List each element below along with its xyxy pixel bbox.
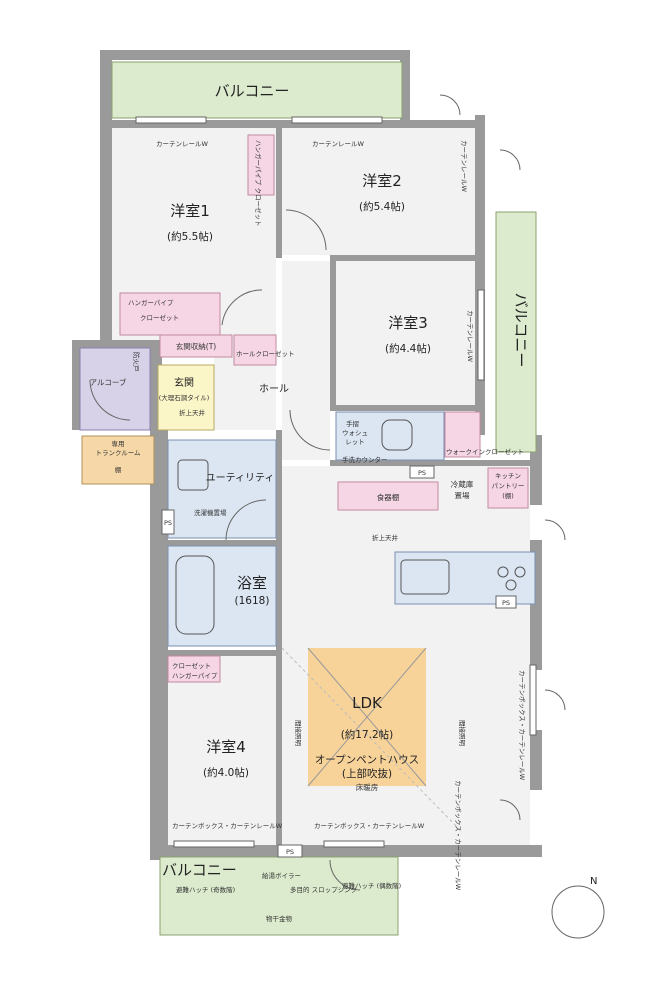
ps-label: PS (502, 599, 510, 607)
kitchen-pantry-line1: キッチン (495, 472, 521, 480)
balcony-right (495, 211, 537, 453)
kitchen-pantry-line3: (棚) (502, 491, 514, 500)
slop-sink-label: 多目的 スロップシンク (290, 885, 357, 894)
hatch-even-label: 避難ハッチ (偶数階) (342, 881, 401, 890)
stove-burner-icon (505, 579, 517, 591)
room1-name: 洋室1 (170, 202, 210, 220)
fridge-line1: 冷蔵庫 (451, 479, 474, 489)
kitchen-counter (394, 551, 536, 605)
utility-area (167, 439, 277, 539)
ldk-name: LDK (352, 694, 383, 712)
trunk-room-line1: 専用 (112, 439, 125, 448)
room1-size: (約5.5帖) (167, 230, 213, 243)
room3-size: (約4.4帖) (385, 342, 431, 355)
ldk-atrium: (上部吹抜) (342, 767, 392, 780)
curtain-rail-label: カーテンレールW (312, 140, 365, 148)
closet-room1-bottom (119, 292, 221, 336)
bath-size: (1618) (235, 595, 270, 607)
drying-hardware-label: 物干金物 (266, 914, 293, 923)
washlet-line1: ウォシュ (342, 429, 368, 437)
room4-name: 洋室4 (206, 738, 246, 756)
balcony-top-label: バルコニー (215, 82, 290, 100)
ps-label: PS (286, 848, 294, 856)
bath-name: 浴室 (237, 574, 267, 592)
bath-area (167, 545, 277, 647)
compass-icon: N (551, 876, 605, 939)
towel-bar-label: 手摺 (346, 419, 360, 428)
closet-room1-top (247, 134, 275, 196)
bathtub-icon (175, 555, 215, 635)
hanger-closet-label: ハンガーパイプ クローゼット (254, 140, 263, 227)
ldk-size: (約17.2帖) (341, 728, 394, 741)
walls (72, 50, 542, 860)
ldk-penthouse: オープンペントハウス (315, 754, 419, 766)
compass-label: N (590, 876, 597, 887)
kitchen-pantry (487, 467, 529, 509)
fire-door-label: 防火戸 (132, 352, 141, 372)
hall-label: ホール (259, 383, 289, 395)
stove-burner-icon (497, 566, 509, 578)
ceiling-note: 折上天井 (372, 533, 399, 542)
room2-size: (約5.4帖) (359, 200, 405, 213)
room2-name: 洋室2 (362, 172, 402, 190)
stove-burner-icon (514, 566, 526, 578)
entrance-tile: (大理石調タイル) (159, 393, 210, 402)
alcove-label: アルコーブ (90, 377, 127, 387)
pantry-shelf (337, 481, 439, 511)
indirect-light-label: 間接照明 (294, 720, 303, 747)
pantry-shelf-label: 食器棚 (377, 492, 400, 502)
hall-closet-label: ホールクローゼット (236, 349, 295, 358)
hatch-odd-label: 避難ハッチ (奇数階) (176, 885, 235, 894)
utility-label: ユーティリティ (206, 473, 275, 484)
curtain-box-label: カーテンボックス・カーテンレールW (172, 822, 283, 830)
sink-icon (400, 559, 450, 595)
hall-closet (233, 334, 277, 366)
closet-room4-label: クローゼット (172, 661, 211, 670)
room4-size: (約4.0帖) (203, 766, 249, 779)
trunk-room-line2: トランクルーム (95, 449, 141, 457)
hand-wash-label: 手洗カウンター (342, 455, 388, 464)
windows (135, 116, 537, 848)
toilet-icon (381, 419, 413, 451)
washbasin-icon (177, 459, 209, 491)
ldk-floor-heating: 床暖房 (356, 782, 379, 792)
hanger-pipe-room4-label: ハンガーパイプ (172, 671, 218, 680)
balcony-right-label: バルコニー (512, 293, 530, 368)
curtain-box-label: カーテンボックス・カーテンレールW (454, 780, 462, 891)
entrance-label: 玄関 (174, 376, 194, 389)
curtain-rail-label: カーテンレールW (156, 140, 209, 148)
shoe-storage (159, 334, 233, 358)
trunk-room-shelf: 棚 (115, 465, 122, 474)
walk-in-closet-label: ウォークインクローゼット (446, 447, 524, 456)
washer-area-label: 洗濯機置場 (194, 508, 227, 517)
trunk-room-area (81, 435, 155, 485)
curtain-rail-label: カーテンレールW (460, 140, 468, 193)
water-heater-label: 給湯ボイラー (262, 871, 301, 880)
fixtures (175, 419, 526, 831)
entrance-ceiling: 折上天井 (179, 408, 206, 417)
shoe-storage-label: 玄関収納(T) (176, 341, 217, 351)
curtain-box-label: カーテンボックス・カーテンレールW (518, 670, 526, 781)
indirect-light-label: 間接照明 (458, 720, 467, 747)
room3-name: 洋室3 (388, 314, 428, 332)
ps-label: PS (418, 469, 426, 477)
balcony-bottom-label: バルコニー (162, 861, 237, 879)
fridge-line2: 置場 (455, 490, 470, 500)
alcove-area (79, 347, 151, 431)
curtain-rail-label: カーテンレールW (466, 310, 474, 363)
balcony-top (111, 61, 403, 119)
closet-label: クローゼット (140, 313, 179, 322)
ps-label: PS (164, 519, 172, 527)
walk-in-closet (444, 411, 481, 458)
washlet-line2: レット (345, 438, 365, 446)
closet-room4 (167, 655, 221, 683)
kitchen-pantry-line2: パントリー (492, 482, 525, 490)
doors (89, 94, 566, 891)
hanger-pipe-label: ハンガーパイプ (128, 298, 174, 307)
curtain-box-label: カーテンボックス・カーテンレールW (314, 822, 425, 830)
entrance-area (157, 364, 215, 431)
